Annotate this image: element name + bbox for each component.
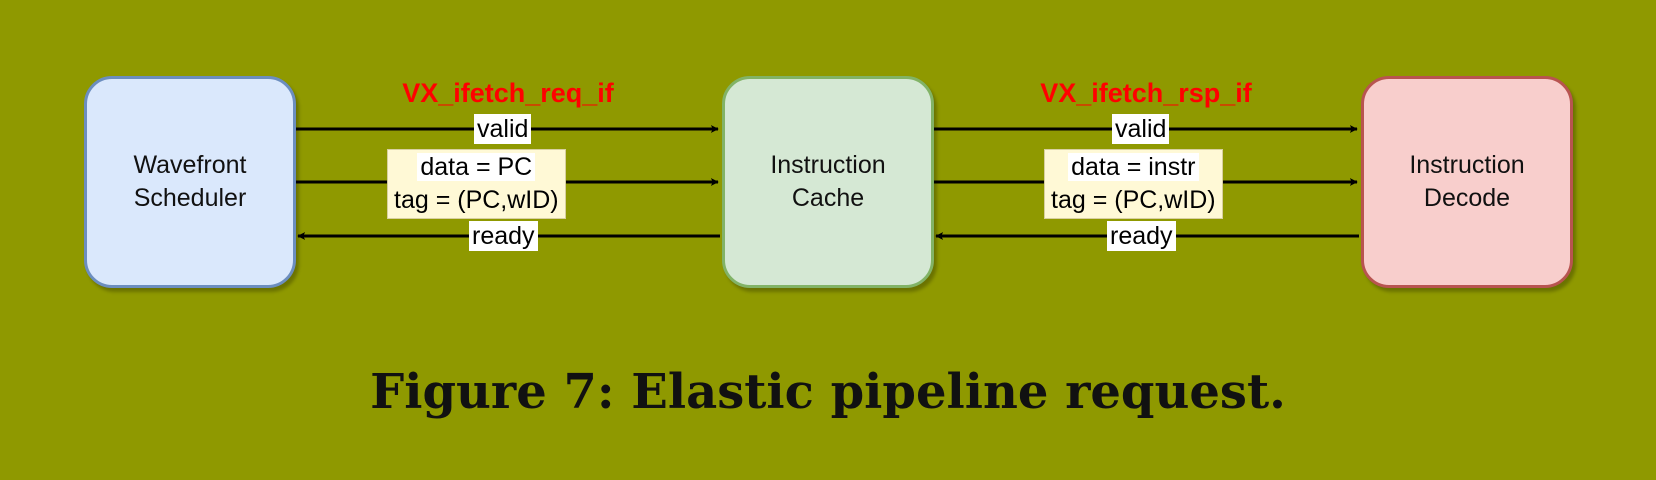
request-interface-name: VX_ifetch_req_if xyxy=(402,78,614,108)
req-ready-label: ready xyxy=(469,221,538,251)
instruction-decode-label: Instruction Decode xyxy=(1409,151,1525,212)
req-data-label: data = PC xyxy=(417,153,536,181)
wavefront-scheduler-block: Wavefront Scheduler xyxy=(84,76,296,288)
rsp-data-tag-block: data = instr tag = (PC,wID) xyxy=(1044,149,1223,219)
response-interface-name: VX_ifetch_rsp_if xyxy=(1040,78,1252,108)
pipeline-diagram: Wavefront Scheduler Instruction Cache In… xyxy=(84,76,1573,288)
rsp-ready-label: ready xyxy=(1107,221,1176,251)
figure-caption: Figure 7: Elastic pipeline request. xyxy=(370,364,1286,420)
instruction-decode-block: Instruction Decode xyxy=(1361,76,1573,288)
rsp-data-label: data = instr xyxy=(1068,153,1199,181)
req-data-tag-block: data = PC tag = (PC,wID) xyxy=(387,149,566,219)
rsp-tag-label: tag = (PC,wID) xyxy=(1051,186,1216,214)
req-tag-label: tag = (PC,wID) xyxy=(394,186,559,214)
req-valid-label: valid xyxy=(474,114,532,144)
instruction-cache-label: Instruction Cache xyxy=(770,151,886,212)
instruction-cache-block: Instruction Cache xyxy=(722,76,934,288)
wavefront-scheduler-label: Wavefront Scheduler xyxy=(133,151,247,212)
rsp-valid-label: valid xyxy=(1112,114,1170,144)
